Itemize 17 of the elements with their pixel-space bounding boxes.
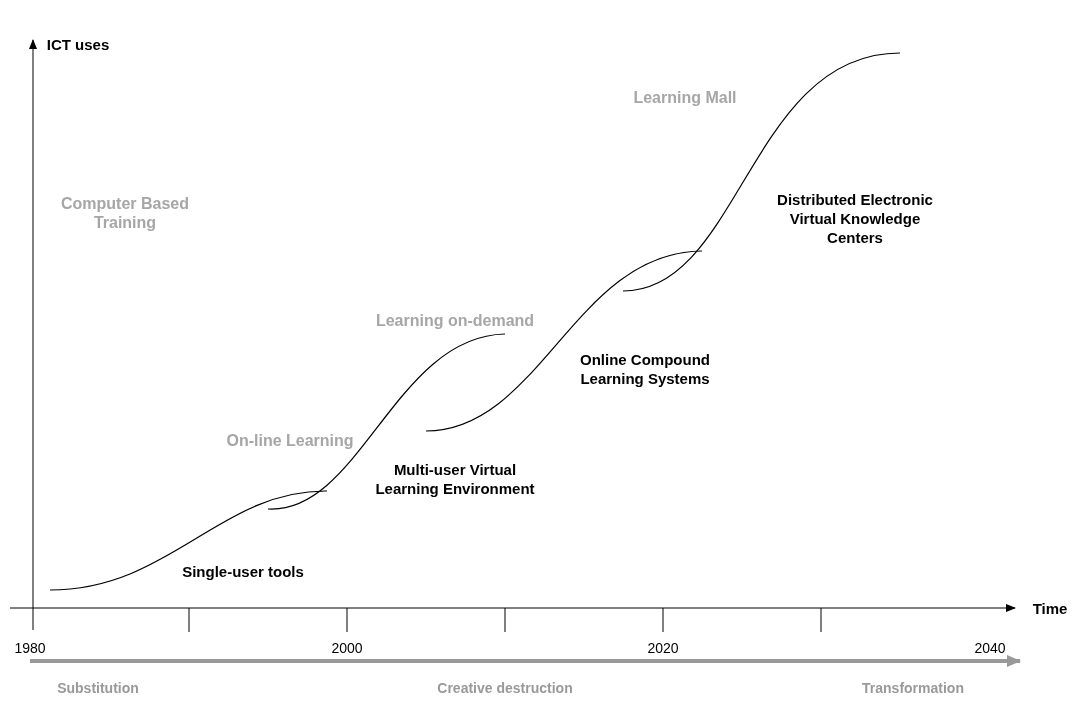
- tick-label: 2000: [331, 638, 363, 658]
- stage-description: Single-user tools: [182, 561, 304, 581]
- phase-label: Substitution: [57, 678, 139, 698]
- tick-label: 2020: [647, 638, 679, 658]
- stage-description: Multi-user Virtual Learning Environment: [374, 460, 536, 498]
- stage-label: Computer Based Training: [60, 194, 190, 232]
- stage-label: Learning on-demand: [375, 310, 535, 330]
- axis-title: ICT uses: [46, 34, 110, 54]
- phase-label: Transformation: [862, 678, 964, 698]
- stage-label: On-line Learning: [226, 430, 354, 450]
- stage-label: Learning Mall: [633, 87, 737, 107]
- axis-title: Time: [1032, 598, 1068, 618]
- tick-label: 2040: [974, 638, 1006, 658]
- tick-label: 1980: [14, 638, 46, 658]
- stage-description: Online Compound Learning Systems: [579, 350, 711, 388]
- phase-label: Creative destruction: [437, 678, 573, 698]
- stage-description: Distributed Electronic Virtual Knowledge Centers: [776, 189, 934, 247]
